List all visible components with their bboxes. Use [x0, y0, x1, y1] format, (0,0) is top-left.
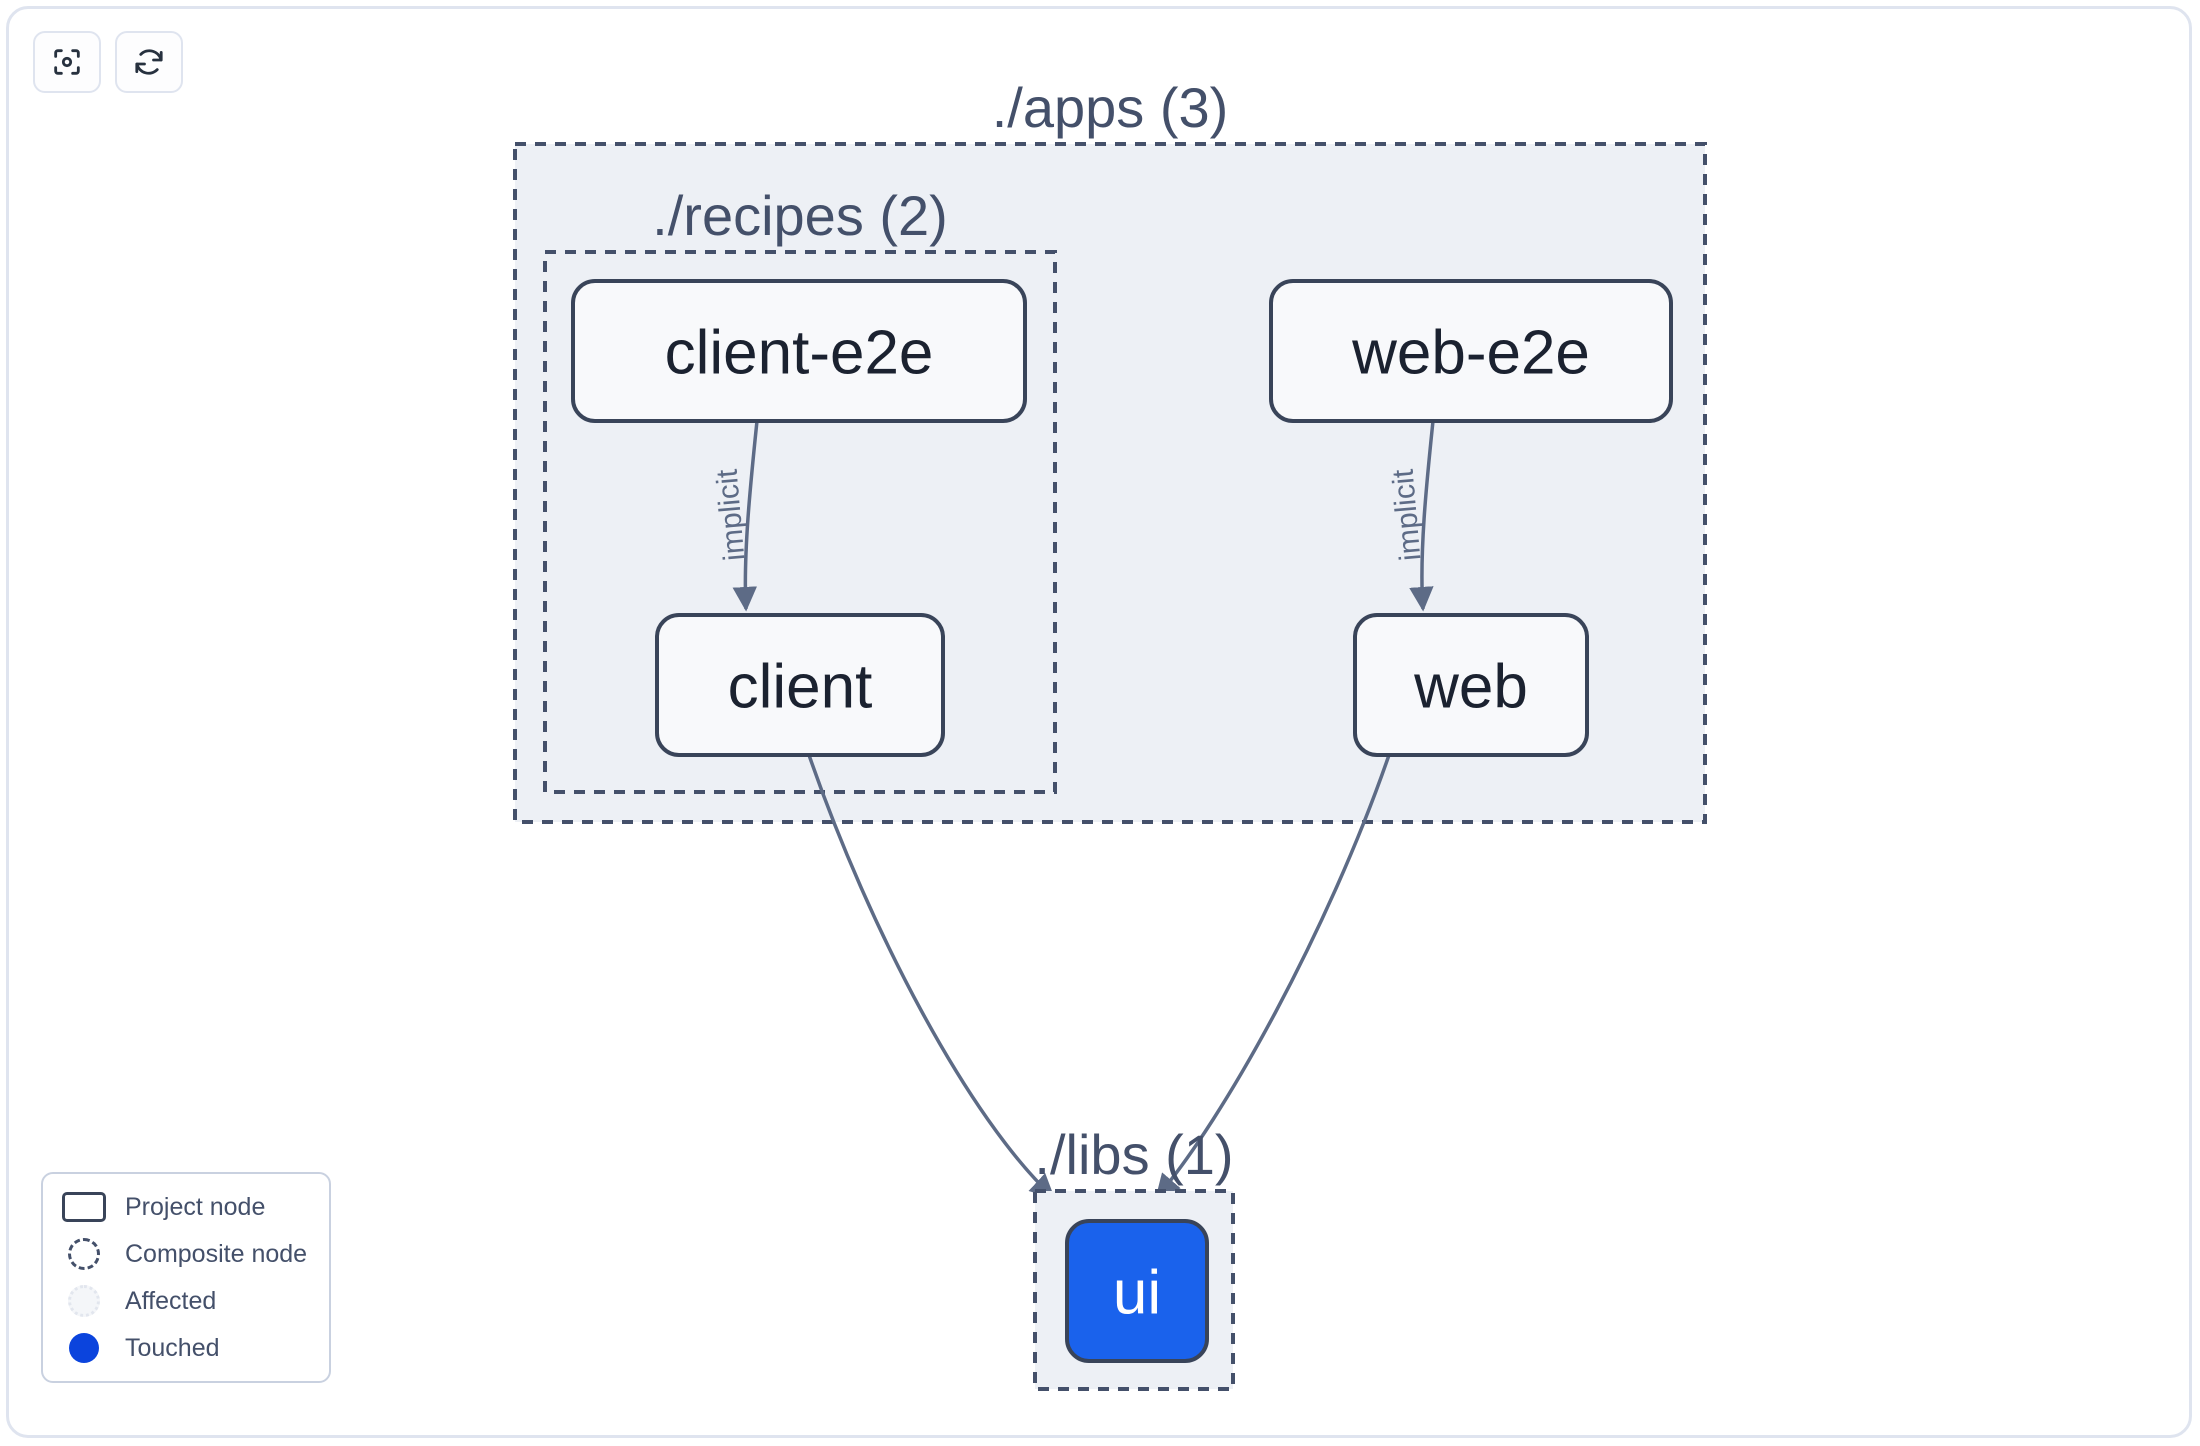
legend-item-touched: Touched	[61, 1331, 307, 1365]
edge-path	[1155, 754, 1391, 1199]
node-label: client-e2e	[665, 319, 934, 388]
node-shape[interactable]	[1065, 1219, 1209, 1363]
affected-swatch-icon	[61, 1284, 107, 1318]
project-node-swatch-icon	[61, 1190, 107, 1224]
group-apps-label: ./apps (3)	[992, 76, 1229, 139]
edge-web-to-ui[interactable]	[1155, 754, 1391, 1199]
node-client[interactable]: client	[655, 613, 945, 757]
node-web[interactable]: web	[1353, 613, 1589, 757]
focus-graph-button[interactable]	[33, 31, 101, 93]
graph-viewer-shell: ./apps (3) ./recipes (2) implicit implic…	[6, 6, 2192, 1438]
graph-legend: Project node Composite node Affected Tou…	[41, 1172, 332, 1383]
refresh-icon	[132, 45, 166, 79]
edge-path	[807, 754, 1055, 1199]
node-client-e2e[interactable]: client-e2e	[571, 279, 1027, 423]
node-shape[interactable]	[571, 279, 1027, 423]
edge-label: implicit	[711, 467, 752, 562]
group-libs-label: ./libs (1)	[1034, 1123, 1233, 1186]
node-ui[interactable]: ui	[1065, 1219, 1209, 1363]
node-web-e2e[interactable]: web-e2e	[1269, 279, 1673, 423]
node-label: ui	[1113, 1259, 1161, 1328]
touched-swatch-icon	[61, 1331, 107, 1365]
edge-client-to-ui[interactable]	[807, 754, 1055, 1199]
edge-path	[1409, 420, 1435, 612]
legend-item-label: Touched	[125, 1333, 220, 1362]
legend-item-project-node: Project node	[61, 1190, 307, 1224]
edge-label: implicit	[1387, 467, 1428, 562]
legend-item-composite-node: Composite node	[61, 1237, 307, 1271]
node-shape[interactable]	[1353, 613, 1589, 757]
legend-item-affected: Affected	[61, 1284, 307, 1318]
edge-client-e2e-to-client[interactable]: implicit	[711, 420, 759, 612]
edge-web-e2e-to-web[interactable]: implicit	[1387, 420, 1435, 612]
refresh-graph-button[interactable]	[115, 31, 183, 93]
legend-item-label: Project node	[125, 1192, 266, 1221]
project-graph-canvas[interactable]: ./apps (3) ./recipes (2) implicit implic…	[9, 9, 2192, 1438]
group-recipes-label: ./recipes (2)	[652, 184, 948, 247]
legend-item-label: Affected	[125, 1286, 217, 1315]
graph-toolbar	[33, 31, 183, 93]
node-shape[interactable]	[1269, 279, 1673, 423]
composite-node-swatch-icon	[61, 1237, 107, 1271]
edge-path	[732, 420, 759, 612]
focus-target-icon	[50, 45, 84, 79]
legend-item-label: Composite node	[125, 1239, 308, 1268]
node-label: web	[1413, 653, 1528, 722]
node-label: client	[728, 653, 873, 722]
node-label: web-e2e	[1351, 319, 1590, 388]
node-shape[interactable]	[655, 613, 945, 757]
